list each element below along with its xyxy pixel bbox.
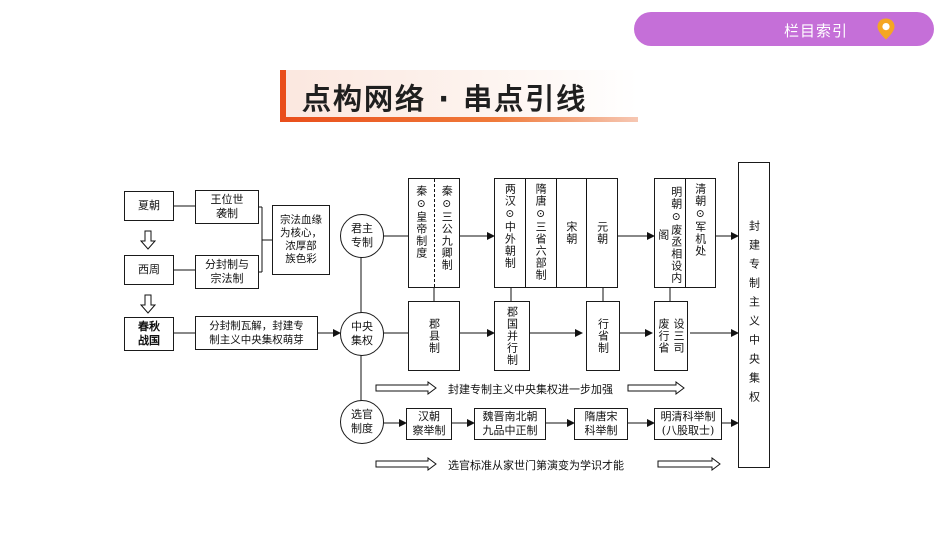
han-tang-song-yuan-group: 两汉⊙中外朝制 隋唐⊙三省六部制 宋朝 元朝 [494,178,618,288]
ming-provincial-box: 废行省 设三司 [654,301,688,371]
xingsheng-label: 行省制 [596,318,610,354]
dynasty-xizhou: 西周 [124,255,174,285]
junguo-label: 郡国并行制 [505,306,519,366]
suitang-sansheng-label: 隋唐⊙三省六部制 [534,183,548,281]
she-sansi-label: 设三司 [672,318,685,354]
weijin-jiupin-box: 魏晋南北朝 九品中正制 [474,408,546,440]
caption-strengthen: 封建专制主义中央集权进一步加强 [448,383,613,396]
yuan-chao-label: 元朝 [595,221,609,245]
qin-sangong-label: 秦⊙三公九卿制 [440,185,454,271]
fenfeng-zongfa-box: 分封制与 宗法制 [195,255,259,289]
dynasty-xia: 夏朝 [124,191,174,221]
fengjian-final-label: 封建专制主义中央集权 [747,220,761,410]
fenfeng-collapse-box: 分封制瓦解，封建专 制主义中央集权萌芽 [195,316,318,350]
section-title-text: 点构网络 · 串点引线 [302,82,588,116]
junxian-box: 郡县制 [408,301,460,371]
mingqing-keju-box: 明清科举制 (八股取士) [654,408,722,440]
wangwei-shixi-box: 王位世 袭制 [195,190,259,224]
qin-huangdi-label: 秦⊙皇帝制度 [414,185,428,259]
hanchao-chaju-box: 汉朝 察举制 [406,408,452,440]
song-chao-label: 宋朝 [564,221,578,245]
junxian-label: 郡县制 [427,318,441,354]
fei-xingsheng-label: 废行省 [657,318,670,354]
column-index-button[interactable]: 栏目索引 [634,12,934,46]
xingsheng-box: 行省制 [586,301,620,371]
ming-chao-label: 明朝⊙废丞相设内阁 [656,186,683,284]
junguo-box: 郡国并行制 [494,301,530,371]
location-pin-icon [877,18,895,40]
caption-selection: 选官标准从家世门第演变为学识才能 [448,459,624,472]
suitang-keju-box: 隋唐宋 科举制 [574,408,628,440]
ming-qing-group: 明朝⊙废丞相设内阁 清朝⊙军机处 [654,178,716,288]
zongfa-core-box: 宗法血缘 为核心， 浓厚部 族色彩 [272,205,330,275]
dynasty-chunqiu-zhanguo: 春秋 战国 [124,317,174,351]
section-title: 点构网络 · 串点引线 [280,68,638,122]
qin-group-box: 秦⊙皇帝制度 秦⊙三公九卿制 [408,178,460,288]
fengjian-final-box: 封建专制主义中央集权 [738,162,770,468]
column-index-label: 栏目索引 [784,23,849,40]
circle-zhongyang-jiquan: 中央 集权 [340,312,384,356]
circle-junzhu-zhuanzhi: 君主 专制 [340,214,384,258]
circle-xuanguan-zhidu: 选官 制度 [340,400,384,444]
lianghan-zhongwai-label: 两汉⊙中外朝制 [503,183,517,269]
qing-chao-label: 清朝⊙军机处 [693,183,707,257]
